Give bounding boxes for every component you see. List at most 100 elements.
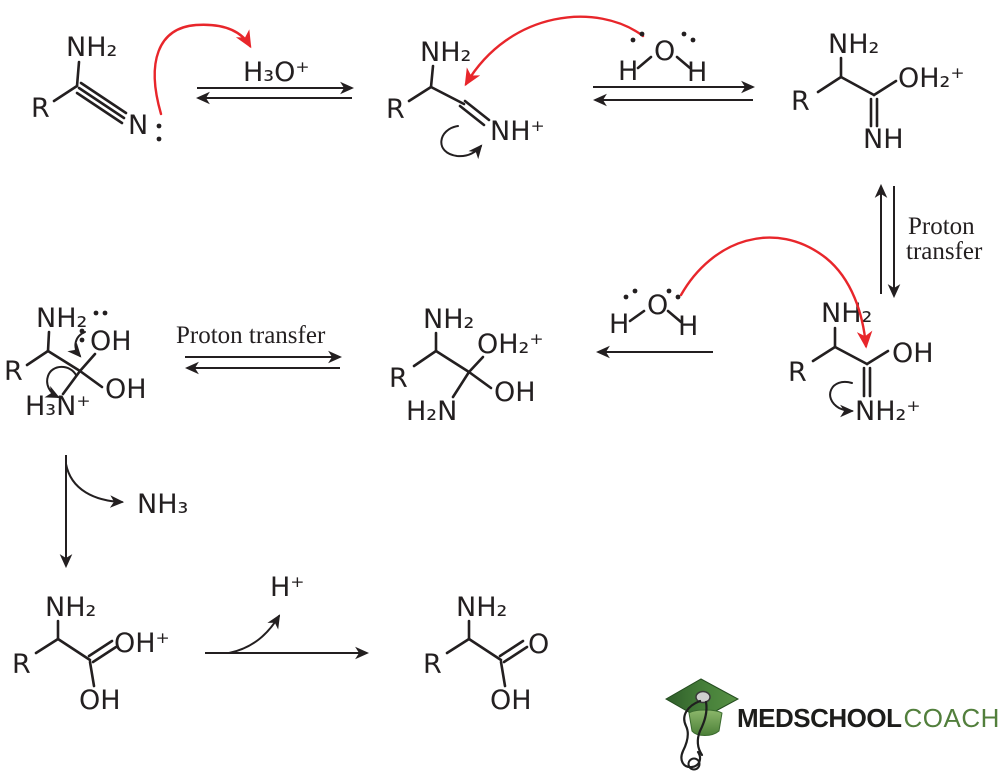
atom-label-oh-top: OH	[90, 326, 132, 357]
lone-pair-dot	[156, 136, 162, 142]
atom-label-n: N	[128, 110, 148, 141]
bond-triple	[77, 86, 126, 120]
bond	[467, 355, 485, 374]
bond	[434, 349, 471, 374]
atom-label-oh-plus: OH⁺	[114, 628, 170, 659]
bond	[46, 330, 51, 353]
atom-label-oh: OH	[494, 377, 536, 408]
water-molecule-middle: O H H	[609, 288, 698, 342]
curved-arrow-red-water-to-c	[464, 15, 645, 87]
atom-label-nh2: NH₂	[66, 32, 117, 63]
bond	[25, 349, 50, 367]
stethoscope-chestpiece	[687, 757, 701, 771]
leaving-group-branch-arrow	[228, 614, 281, 654]
label-h-plus: H⁺	[270, 572, 305, 603]
atom-label-oh: OH	[79, 685, 121, 716]
bond	[628, 309, 646, 323]
graduation-cap-base	[688, 709, 723, 736]
bond	[429, 64, 435, 89]
atom-label-nh2: NH₂	[420, 37, 471, 68]
atom-label-r: R	[386, 94, 405, 125]
lone-pair-dot	[639, 31, 645, 37]
lone-pair-dot	[630, 37, 636, 43]
bond	[467, 370, 493, 390]
bond	[78, 352, 97, 373]
leaving-group-branch-arrow	[65, 463, 125, 508]
atom-label-oh2-plus: OH₂⁺	[898, 63, 965, 94]
logo-wordmark: MEDSCHOOLCOACH	[737, 703, 1000, 733]
bond	[34, 637, 60, 655]
stethoscope-icon	[680, 699, 702, 769]
atom-label-h2n: H₂N	[406, 396, 457, 427]
lone-pair-dot	[666, 288, 672, 294]
structure-tetrahedral-oh2: NH₂ R OH₂⁺ OH H₂N	[389, 304, 544, 427]
atom-label-oh: OH	[490, 685, 532, 716]
proton-transfer-label: Proton transfer	[176, 322, 326, 349]
structure-o-protonated-imidate: NH₂ R OH₂⁺ NH	[791, 29, 965, 155]
bond-double	[91, 645, 118, 664]
logo-text-coach: COACH	[904, 703, 1000, 733]
atom-label-h3n-plus: H₃N⁺	[25, 391, 91, 422]
atom-label-nh2: NH₂	[821, 298, 872, 329]
atom-label-r: R	[4, 356, 23, 387]
proton-transfer-label-line2: transfer	[906, 238, 983, 265]
atom-label-r: R	[389, 363, 408, 394]
atom-label-r: R	[12, 649, 31, 680]
atom-label-h: H	[609, 309, 629, 340]
label-h3o-plus: H₃O⁺	[243, 57, 310, 88]
bond	[56, 637, 92, 662]
atom-label-h: H	[618, 56, 638, 87]
bond	[88, 660, 96, 688]
lone-pair-dot	[93, 310, 99, 316]
equilibrium-arrows-1: H₃O⁺	[195, 57, 355, 105]
atom-label-oh: OH	[892, 338, 934, 369]
atom-label-r: R	[791, 86, 810, 117]
structure-iminium: NH₂ R NH⁺	[386, 37, 545, 160]
lone-pair-dot	[690, 37, 696, 43]
atom-label-nh2: NH₂	[45, 592, 96, 623]
equilibrium-arrows-3: Proton transfer	[176, 322, 343, 375]
curved-arrow-cn-to-n	[44, 365, 77, 398]
atom-label-nh2-plus: NH₂⁺	[855, 396, 921, 427]
structure-aminonitrile: NH₂ R N	[31, 32, 162, 142]
atom-label-nh2: NH₂	[36, 303, 87, 334]
curved-arrow-o-to-c	[67, 331, 86, 358]
bond	[52, 84, 79, 103]
atom-label-nh2: NH₂	[828, 29, 879, 60]
bond	[499, 660, 507, 688]
medschoolcoach-logo: MEDSCHOOLCOACH	[664, 678, 1000, 771]
atom-label-nh2: NH₂	[456, 592, 507, 623]
lone-pair-dot	[79, 337, 85, 343]
bond	[429, 85, 466, 106]
lone-pair-dot	[681, 31, 687, 37]
curved-arrow-red-n-to-h3o	[153, 23, 252, 116]
atom-label-o: O	[647, 290, 668, 321]
nh3-loss-arrows: NH₃	[59, 455, 188, 569]
atom-label-oh-bottom: OH	[105, 374, 147, 405]
bond-triple	[79, 81, 128, 115]
bond	[46, 349, 82, 373]
bond-double	[498, 639, 525, 658]
bond	[78, 369, 104, 389]
bond	[412, 349, 438, 368]
label-nh3: NH₃	[137, 489, 188, 520]
equilibrium-arrows-2	[592, 80, 756, 107]
bond	[872, 79, 898, 97]
atom-label-r: R	[423, 649, 442, 680]
curved-arrow-red-water-to-c2	[679, 236, 873, 349]
bond-triple	[75, 91, 124, 125]
curved-arrow-pi-to-n	[829, 380, 855, 418]
atom-label-nh: NH	[863, 124, 904, 155]
atom-label-h: H	[678, 311, 698, 342]
bond	[839, 75, 876, 97]
atom-label-nh2: NH₂	[423, 304, 474, 335]
logo-text-medschool: MEDSCHOOL	[737, 703, 902, 733]
bond	[833, 345, 869, 366]
bond-double	[502, 645, 529, 664]
bond	[636, 55, 653, 70]
bond	[75, 60, 81, 88]
atom-label-r: R	[788, 357, 807, 388]
atom-label-o: O	[654, 36, 675, 67]
h-plus-loss-arrows: H⁺	[205, 572, 370, 660]
